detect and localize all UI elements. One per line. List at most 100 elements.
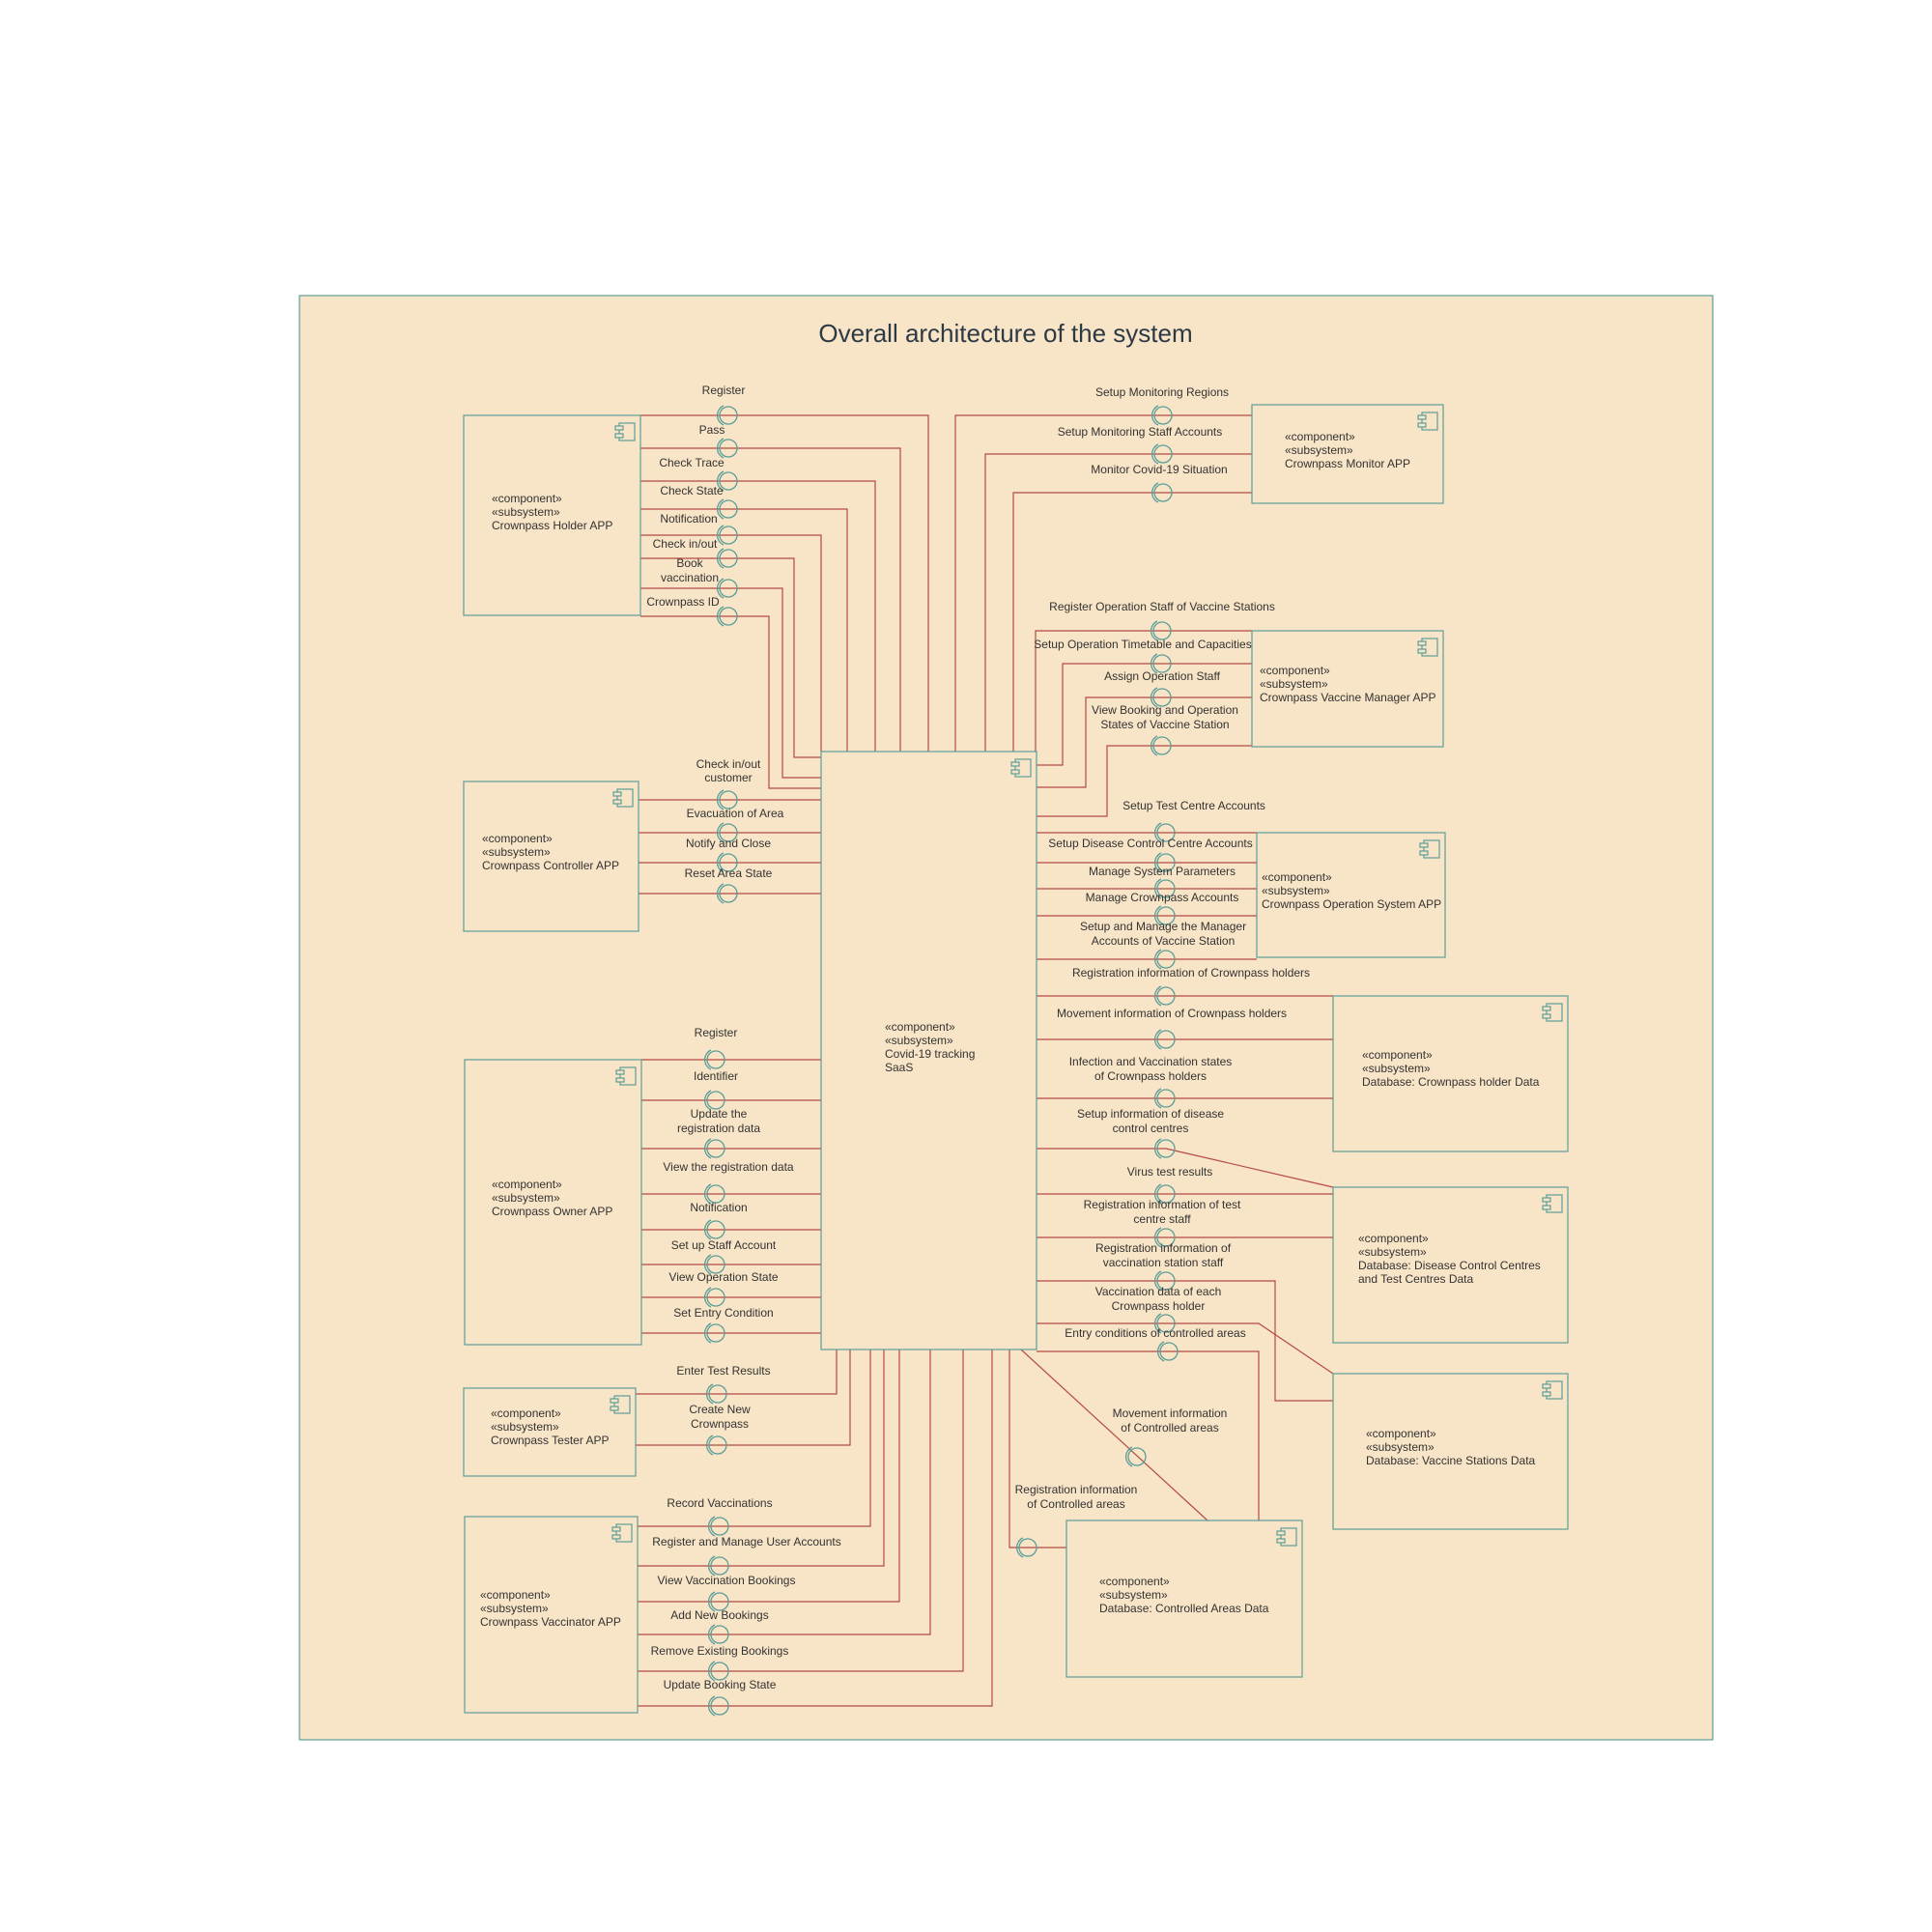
stereotype-label: «component» bbox=[491, 1406, 561, 1420]
provided-interface-icon bbox=[1151, 405, 1173, 426]
stereotype-label: «subsystem» bbox=[1260, 677, 1328, 691]
stereotype-label: «component» bbox=[1358, 1232, 1429, 1245]
operation-component bbox=[1256, 832, 1446, 958]
provided-interface-icon bbox=[1150, 687, 1172, 708]
stereotype-label: «component» bbox=[482, 832, 553, 845]
interface-label: Pass bbox=[699, 423, 725, 437]
interface-label: Register and Manage User Accounts bbox=[652, 1535, 840, 1548]
vaccinator-connector-1 bbox=[638, 1350, 885, 1567]
stereotype-label: «component» bbox=[1262, 870, 1332, 884]
vaccine_manager-connector-2 bbox=[1037, 696, 1252, 788]
interface-label: Movement information bbox=[1113, 1406, 1228, 1420]
interface-label: Registration information bbox=[1015, 1483, 1138, 1496]
tester-connector-0 bbox=[636, 1350, 838, 1395]
provided-interface-icon bbox=[1150, 735, 1172, 756]
interface-label: Vaccination data of each bbox=[1095, 1285, 1222, 1298]
interface-label: Crownpass holder bbox=[1112, 1299, 1206, 1313]
stereotype-label: «component» bbox=[480, 1588, 551, 1602]
db_disease-connector-0 bbox=[1037, 1148, 1334, 1188]
provided-interface-icon bbox=[716, 606, 738, 627]
provided-interface-icon bbox=[1153, 1183, 1176, 1205]
stereotype-label: «subsystem» bbox=[482, 845, 551, 859]
interface-label: Infection and Vaccination states bbox=[1069, 1055, 1233, 1068]
provided-interface-icon bbox=[707, 1661, 729, 1682]
provided-interface-icon bbox=[1153, 985, 1176, 1007]
vaccine_manager-connector-3 bbox=[1037, 745, 1252, 817]
component-name: and Test Centres Data bbox=[1358, 1272, 1474, 1286]
stereotype-label: «subsystem» bbox=[492, 505, 560, 519]
interface-label: View Vaccination Bookings bbox=[658, 1574, 796, 1587]
component-name: Database: Controlled Areas Data bbox=[1099, 1602, 1269, 1615]
provided-interface-icon bbox=[1151, 482, 1173, 503]
provided-interface-icon bbox=[1153, 949, 1176, 970]
interface-label: Setup information of disease bbox=[1077, 1107, 1224, 1121]
provided-interface-icon bbox=[716, 405, 738, 426]
interface-label: Register Operation Staff of Vaccine Stat… bbox=[1049, 600, 1275, 613]
interface-label: of Crownpass holders bbox=[1094, 1069, 1207, 1083]
component-name: Covid-19 tracking bbox=[885, 1047, 975, 1061]
interface-label: Registration information of Crownpass ho… bbox=[1072, 966, 1310, 980]
provided-interface-icon bbox=[703, 1322, 725, 1344]
stereotype-label: «component» bbox=[492, 492, 562, 505]
db_holder-component bbox=[1332, 995, 1569, 1152]
provided-interface-icon bbox=[1153, 878, 1176, 899]
provided-interface-icon bbox=[716, 470, 738, 492]
interface-label: Set Entry Condition bbox=[673, 1306, 773, 1320]
stereotype-label: «component» bbox=[885, 1020, 955, 1034]
interface-label: Virus test results bbox=[1127, 1165, 1212, 1179]
component-name: Crownpass Monitor APP bbox=[1285, 457, 1410, 470]
holder-connector-6 bbox=[640, 587, 821, 779]
provided-interface-icon bbox=[716, 525, 738, 546]
interface-label: Setup Test Centre Accounts bbox=[1122, 799, 1265, 812]
interface-label: Check in/out bbox=[696, 757, 761, 771]
controller-component bbox=[463, 781, 639, 932]
interface-label: Monitor Covid-19 Situation bbox=[1091, 463, 1227, 476]
interface-label: Entry conditions of controlled areas bbox=[1065, 1326, 1245, 1340]
interface-label: Accounts of Vaccine Station bbox=[1092, 934, 1236, 948]
owner-component bbox=[464, 1059, 642, 1346]
interface-label: Setup Disease Control Centre Accounts bbox=[1048, 837, 1252, 850]
interface-label: of Controlled areas bbox=[1027, 1497, 1124, 1511]
interface-label: Movement information of Crownpass holder… bbox=[1057, 1007, 1287, 1020]
interface-label: Registration information of bbox=[1095, 1241, 1232, 1255]
diagram-title: Overall architecture of the system bbox=[818, 319, 1192, 348]
interface-label: Notification bbox=[660, 512, 717, 526]
tester-component bbox=[463, 1387, 637, 1477]
monitor-connector-0 bbox=[954, 414, 1252, 752]
holder-connector-4 bbox=[640, 534, 822, 752]
interface-label: States of Vaccine Station bbox=[1100, 718, 1229, 731]
holder-connector-1 bbox=[640, 447, 901, 752]
holder-component bbox=[463, 414, 641, 616]
provided-interface-icon bbox=[716, 578, 738, 599]
components: «component»«subsystem»Covid-19 trackingS… bbox=[463, 404, 1569, 1714]
stereotype-label: «subsystem» bbox=[1366, 1440, 1435, 1454]
interface-label: control centres bbox=[1113, 1122, 1189, 1135]
vaccinator-connector-2 bbox=[638, 1350, 900, 1603]
monitor-component bbox=[1251, 404, 1444, 504]
provided-interface-icon bbox=[703, 1254, 725, 1275]
stereotype-label: «component» bbox=[1362, 1048, 1433, 1062]
component-name: SaaS bbox=[885, 1061, 913, 1074]
provided-interface-icon bbox=[716, 438, 738, 459]
provided-interface-icon bbox=[707, 1516, 729, 1537]
db_areas-component bbox=[1065, 1520, 1303, 1678]
interface-label: Register bbox=[695, 1026, 738, 1039]
interface-label: Setup Operation Timetable and Capacities bbox=[1034, 638, 1251, 651]
interface-label: Enter Test Results bbox=[676, 1364, 770, 1378]
interface-label: Set up Staff Account bbox=[671, 1238, 777, 1252]
interface-label: Update the bbox=[691, 1107, 748, 1121]
provided-interface-icon bbox=[705, 1383, 727, 1405]
interface-label: Notification bbox=[690, 1201, 747, 1214]
provided-interface-icon bbox=[1156, 1341, 1179, 1362]
stereotype-label: «component» bbox=[1260, 664, 1330, 677]
component-icon bbox=[614, 422, 636, 441]
component-name: Crownpass Controller APP bbox=[482, 859, 619, 872]
provided-interface-icon bbox=[703, 1183, 725, 1205]
interface-label: Assign Operation Staff bbox=[1104, 669, 1221, 683]
vaccinator-component bbox=[464, 1516, 639, 1714]
component-icon bbox=[1542, 1194, 1563, 1213]
provided-interface-icon bbox=[707, 1624, 729, 1645]
provided-interface-icon bbox=[1153, 1313, 1176, 1334]
interface-label: Setup Monitoring Regions bbox=[1095, 385, 1229, 399]
